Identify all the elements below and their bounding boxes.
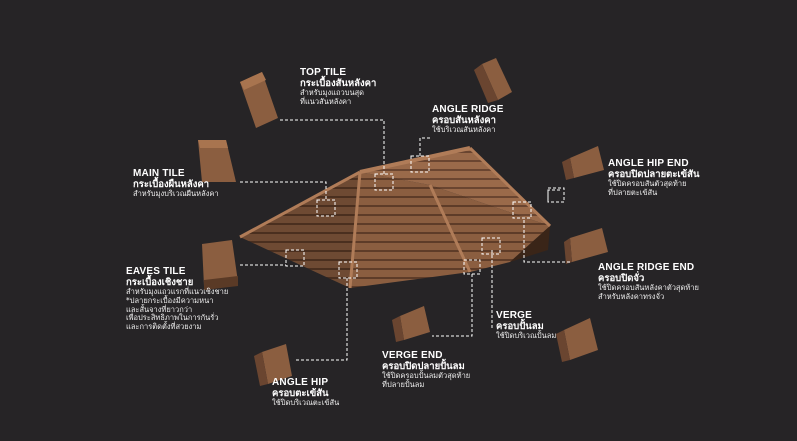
angle-hip-desc: ใช้ปิดบริเวณตะเข้สัน	[272, 398, 340, 408]
angle-hip-label: ANGLE HIP ครอบตะเข้สัน ใช้ปิดบริเวณตะเข้…	[272, 377, 339, 408]
verge-end-icon	[392, 306, 430, 342]
angle-hip-end-en: ANGLE HIP END	[608, 158, 689, 169]
angle-hip-end-desc: ใช้ปิดครอบสันตัวสุดท้าย ที่ปลายตะเข้สัน	[608, 179, 687, 198]
main-tile-label: MAIN TILE กระเบื้องผืนหลังคา สำหรับมุงบร…	[133, 168, 219, 199]
angle-hip-th: ครอบตะเข้สัน	[272, 387, 329, 399]
eaves-tile-icon	[202, 240, 238, 290]
verge-line	[468, 146, 552, 228]
angle-ridge-icon	[474, 58, 512, 103]
verge-th: ครอบปั้นลม	[496, 320, 544, 332]
angle-ridge-end-en: ANGLE RIDGE END	[598, 262, 695, 273]
angle-ridge-end-desc: ใช้ปิดครอบสันหลังคาตัวสุดท้าย สำหรับหลัง…	[598, 283, 699, 302]
verge-icon	[556, 318, 598, 362]
top-tile-en: TOP TILE	[300, 67, 347, 78]
angle-hip-end-th: ครอบปิดปลายตะเข้สัน	[608, 168, 700, 180]
hip-line-left	[239, 170, 361, 239]
main-tile-icon	[198, 140, 236, 182]
angle-ridge-end-label: ANGLE RIDGE END ครอบปิดจั่ว ใช้ปิดครอบสั…	[598, 262, 699, 302]
roof-face-front	[350, 172, 470, 288]
eaves-tile-th: กระเบื้องเชิงชาย	[126, 276, 194, 288]
eaves-tile-desc: สำหรับมุงแถวแรกที่แนวเชิงชาย *ปลายกระเบื…	[126, 287, 229, 331]
top-tile-desc: สำหรับมุงแถวบนสุด ที่แนวสันหลังคา	[300, 88, 365, 107]
angle-ridge-desc: ใช้บริเวณสันหลังคา	[432, 125, 496, 135]
verge-label: VERGE ครอบปั้นลม ใช้ปิดบริเวณปั้นลม	[496, 310, 556, 341]
main-tile-desc: สำหรับมุงบริเวณผืนหลังคา	[133, 189, 219, 199]
top-tile-icon	[240, 72, 278, 128]
verge-end-th: ครอบปิดปลายปั้นลม	[382, 360, 465, 372]
valley-line	[428, 184, 472, 273]
angle-hip-en: ANGLE HIP	[272, 377, 329, 388]
hip-line-front	[348, 171, 362, 289]
verge-end-desc: ใช้ปิดครอบปั้นลมตัวสุดท้าย ที่ปลายปั้นลม	[382, 371, 471, 390]
eaves-tile-label: EAVES TILE กระเบื้องเชิงชาย สำหรับมุงแถว…	[126, 266, 228, 332]
verge-end-en: VERGE END	[382, 350, 443, 361]
angle-hip-end-label: ANGLE HIP END ครอบปิดปลายตะเข้สัน ใช้ปิด…	[608, 158, 699, 198]
roof-body	[239, 146, 552, 289]
roof-face-back	[360, 148, 550, 226]
angle-ridge-end-icon	[564, 228, 608, 264]
top-tile-th: กระเบื้องสันหลังคา	[300, 77, 377, 89]
top-tile-label: TOP TILE กระเบื้องสันหลังคา สำหรับมุงแถว…	[300, 67, 376, 107]
verge-end-label: VERGE END ครอบปิดปลายปั้นลม ใช้ปิดครอบปั…	[382, 350, 470, 390]
eaves-tile-en: EAVES TILE	[126, 266, 186, 277]
verge-desc: ใช้ปิดบริเวณปั้นลม	[496, 331, 557, 341]
roof-face-left	[240, 172, 360, 288]
angle-ridge-en: ANGLE RIDGE	[432, 104, 504, 115]
angle-ridge-end-th: ครอบปิดจั่ว	[598, 272, 645, 284]
connector-lines	[240, 119, 570, 361]
main-tile-th: กระเบื้องผืนหลังคา	[133, 178, 210, 190]
verge-en: VERGE	[496, 310, 533, 321]
angle-hip-icon	[254, 344, 292, 386]
angle-ridge-label: ANGLE RIDGE ครอบสันหลังคา ใช้บริเวณสันหล…	[432, 104, 504, 135]
ridge-line	[359, 146, 471, 174]
angle-ridge-th: ครอบสันหลังคา	[432, 114, 496, 126]
angle-hip-end-icon	[562, 146, 604, 180]
main-tile-en: MAIN TILE	[133, 168, 185, 179]
gable-end	[510, 226, 550, 262]
